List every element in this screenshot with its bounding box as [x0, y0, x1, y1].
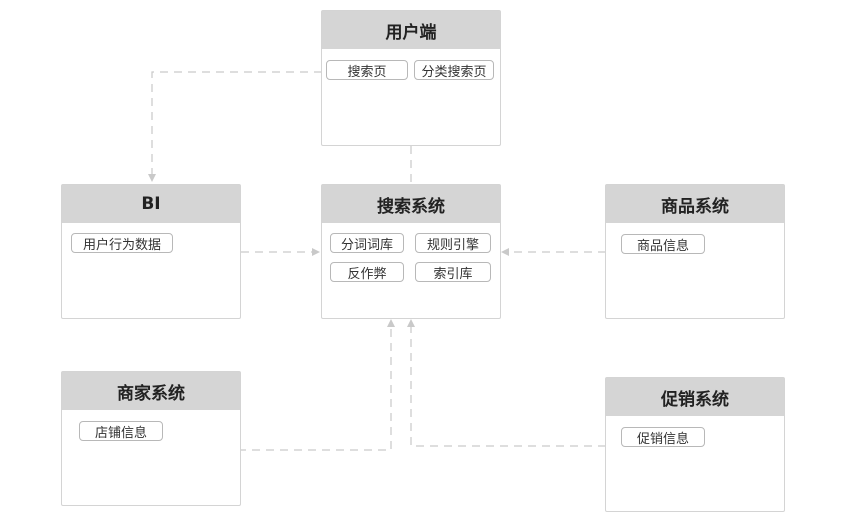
tag-index-library: 索引库	[415, 262, 491, 282]
tag-rule-engine: 规则引擎	[415, 233, 491, 253]
promotion-system-node: 促销系统 促销信息	[605, 377, 785, 512]
node-title: 搜索系统	[322, 185, 500, 223]
tag-store-info: 店铺信息	[79, 421, 163, 441]
tag-product-info: 商品信息	[621, 234, 705, 254]
tag-word-segmentation-dictionary: 分词词库	[330, 233, 404, 253]
tag-search-page: 搜索页	[326, 60, 408, 80]
arrowhead-search-right	[501, 248, 509, 256]
tag-anti-cheat: 反作弊	[330, 262, 404, 282]
node-title: 促销系统	[606, 378, 784, 416]
node-title: 商家系统	[62, 372, 240, 410]
user-client-node: 用户端 搜索页 分类搜索页	[321, 10, 501, 146]
tag-user-behavior-data: 用户行为数据	[71, 233, 173, 253]
merchant-system-node: 商家系统 店铺信息	[61, 371, 241, 506]
tag-category-search-page: 分类搜索页	[414, 60, 494, 80]
arrowhead-bi	[148, 174, 156, 182]
arrowhead-search-bottom-left	[387, 319, 395, 327]
arrowhead-search-bottom-right	[407, 319, 415, 327]
tag-promotion-info: 促销信息	[621, 427, 705, 447]
node-title: 用户端	[322, 11, 500, 49]
edge-promotion-search	[410, 326, 606, 447]
bi-node: BI 用户行为数据	[61, 184, 241, 319]
node-title: BI	[62, 185, 240, 223]
search-system-node: 搜索系统 分词词库 规则引擎 反作弊 索引库	[321, 184, 501, 319]
edge-merchant-search	[238, 326, 392, 451]
edge-userclient-bi	[151, 71, 322, 176]
node-title: 商品系统	[606, 185, 784, 223]
product-system-node: 商品系统 商品信息	[605, 184, 785, 319]
arrowhead-search-left	[312, 248, 320, 256]
